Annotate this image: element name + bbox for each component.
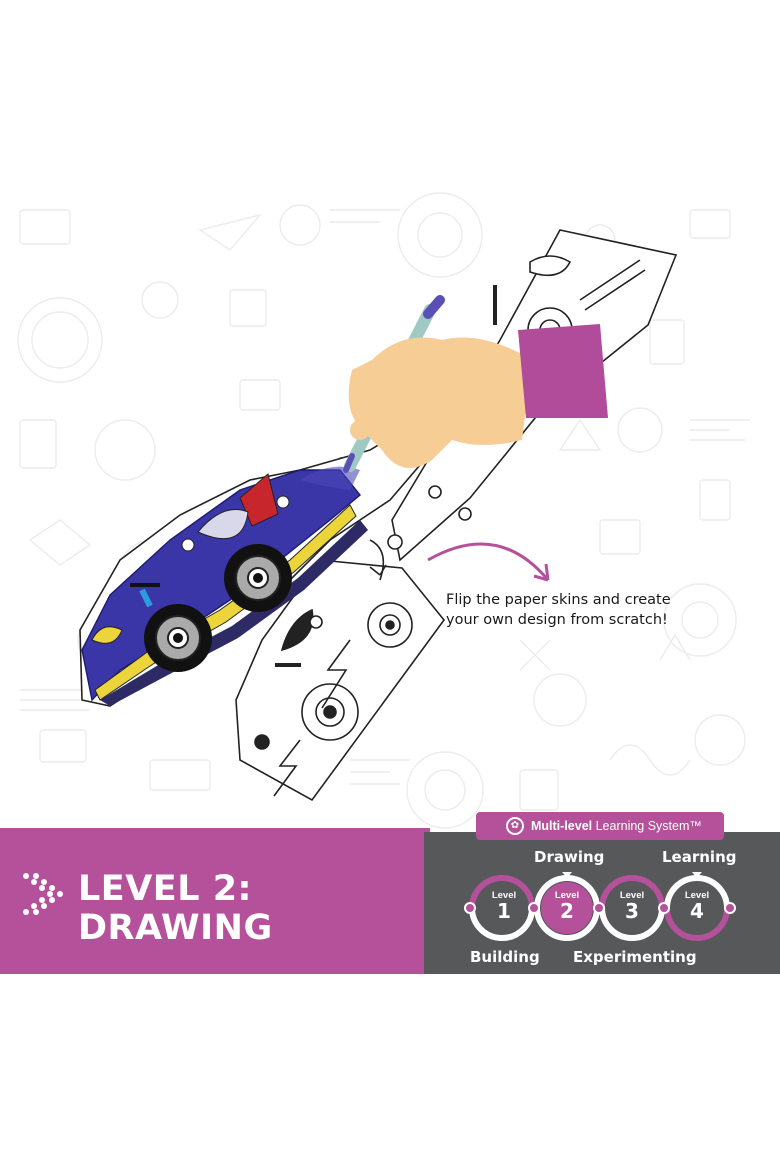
level-1-number: 1 [497,899,511,923]
learning-system-icon: ✿ [506,817,524,835]
level-2-badge: Level 2 [545,890,589,921]
curved-arrow-icon [427,542,550,582]
caption-text: Flip the paper skins and create your own… [446,590,736,630]
stage-label-experimenting: Experimenting [573,948,697,966]
level-title-line-1: LEVEL 2: [78,869,253,909]
caption-line-2: your own design from scratch! [446,612,668,628]
level-banner [0,828,430,974]
level-title-line-2: DRAWING [78,908,273,948]
paper-skin-front [235,539,446,802]
learning-system-label: Multi-level Learning System™ [531,819,702,833]
stage-label-learning: Learning [662,848,737,866]
caption-line-1: Flip the paper skins and create [446,592,671,608]
level-4-number: 4 [690,899,704,923]
stage-label-building: Building [470,948,540,966]
colored-car-skin [79,419,452,707]
learning-system-badge: ✿ Multi-level Learning System™ [476,812,724,840]
level-2-word: Level [554,890,580,901]
arrow-chevrons-icon [23,873,63,915]
level-3-number: 3 [625,899,639,923]
level-3-word: Level [619,890,645,901]
level-3-badge: Level 3 [610,890,654,921]
level-4-badge: Level 4 [675,890,719,921]
level-title: LEVEL 2: DRAWING [78,870,273,948]
stage-label-drawing: Drawing [534,848,605,866]
level-track [464,872,736,941]
level-4-word: Level [684,890,710,901]
level-1-word: Level [491,890,517,901]
level-2-number: 2 [560,899,574,923]
level-1-badge: Level 1 [482,890,526,921]
hand-with-pencil [343,295,608,473]
